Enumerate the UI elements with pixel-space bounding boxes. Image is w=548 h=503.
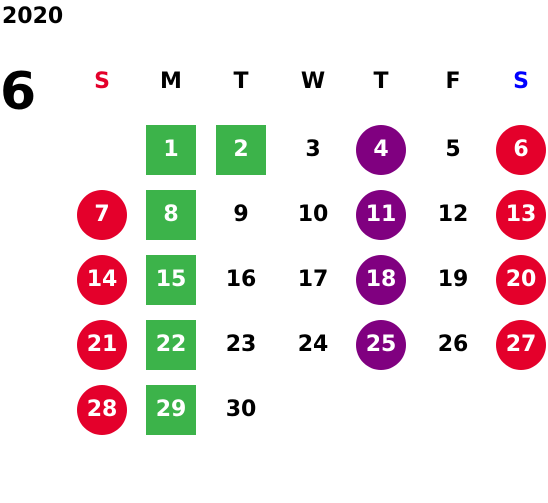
day-cell[interactable]: 21 [77,320,127,370]
day-cell[interactable]: 9 [233,202,249,227]
day-cell[interactable]: 25 [356,320,406,370]
day-cell[interactable]: 13 [496,190,546,240]
day-cell[interactable]: 27 [496,320,546,370]
day-cell[interactable]: 5 [445,137,461,162]
day-cell[interactable]: 8 [146,190,196,240]
day-cell[interactable]: 2 [216,125,266,175]
day-cell[interactable]: 3 [305,137,321,162]
day-cell[interactable]: 29 [146,385,196,435]
day-cell[interactable]: 15 [146,255,196,305]
day-cell[interactable]: 17 [297,267,329,292]
day-cell[interactable]: 1 [146,125,196,175]
weekday-header-6: S [513,69,529,94]
weekday-header-3: W [300,69,326,94]
day-cell[interactable]: 14 [77,255,127,305]
weekday-header-2: T [233,69,249,94]
day-cell[interactable]: 11 [356,190,406,240]
weekday-header-1: M [160,69,182,94]
weekday-header-0: S [94,69,110,94]
month-label: 6 [0,62,37,122]
day-cell[interactable]: 12 [437,202,469,227]
weekday-header-5: F [445,69,461,94]
day-cell[interactable]: 7 [77,190,127,240]
day-cell[interactable]: 30 [225,397,257,422]
day-cell[interactable]: 22 [146,320,196,370]
year-label: 2020 [2,4,64,29]
day-cell[interactable]: 24 [297,332,329,357]
day-cell[interactable]: 4 [356,125,406,175]
day-cell[interactable]: 26 [437,332,469,357]
day-cell[interactable]: 10 [297,202,329,227]
day-cell[interactable]: 16 [225,267,257,292]
day-cell[interactable]: 6 [496,125,546,175]
weekday-header-4: T [373,69,389,94]
day-cell[interactable]: 28 [77,385,127,435]
day-cell[interactable]: 19 [437,267,469,292]
day-cell[interactable]: 20 [496,255,546,305]
day-cell[interactable]: 18 [356,255,406,305]
day-cell[interactable]: 23 [225,332,257,357]
